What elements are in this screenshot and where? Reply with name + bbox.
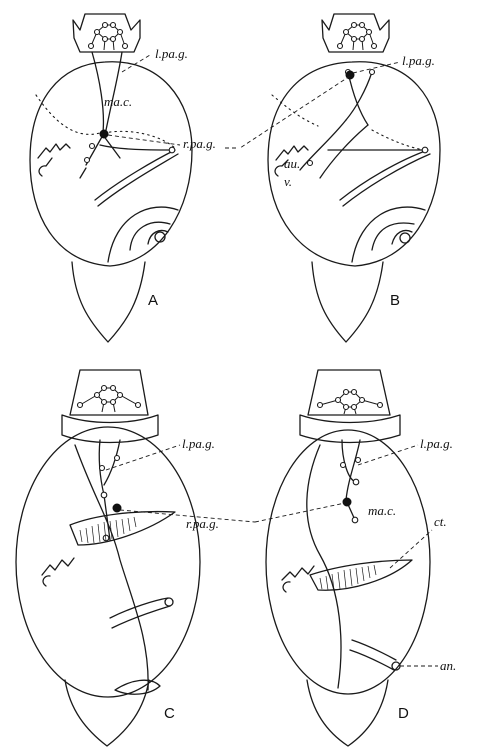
panel-d-letter: D bbox=[398, 705, 409, 722]
panel-d-label-ct: ct. bbox=[434, 514, 447, 529]
panel-a-label-r-pa-g: r.pa.g. bbox=[183, 136, 216, 151]
panel-a-label-ma-c: ma.c. bbox=[104, 94, 132, 109]
panel-a-label-l-pa-g: l.pa.g. bbox=[155, 46, 188, 61]
panel-c-label-l-pa-g: l.pa.g. bbox=[182, 436, 215, 451]
panel-d-label-ma-c: ma.c. bbox=[368, 503, 396, 518]
panel-b-label-au: au. bbox=[284, 156, 300, 171]
panel-c: l.pa.g. r.pa.g. C bbox=[16, 370, 255, 746]
panel-a: l.pa.g. ma.c. r.pa.g. A bbox=[30, 14, 216, 342]
panel-b-label-v: v. bbox=[284, 174, 292, 189]
panel-a-letter: A bbox=[148, 292, 158, 309]
panel-a-foot bbox=[72, 262, 145, 342]
panel-b: l.pa.g. au. v. B bbox=[240, 14, 440, 342]
panel-c-letter: C bbox=[164, 705, 175, 722]
panel-c-label-r-pa-g: r.pa.g. bbox=[186, 516, 219, 531]
panel-a-nerve-ring bbox=[89, 23, 128, 51]
panel-a-head bbox=[73, 14, 140, 52]
panel-b-letter: B bbox=[390, 292, 400, 309]
panel-d: l.pa.g. ma.c. ct. an. D bbox=[255, 370, 456, 746]
panel-b-label-l-pa-g: l.pa.g. bbox=[402, 53, 435, 68]
panel-a-shell bbox=[30, 62, 192, 266]
panel-d-label-l-pa-g: l.pa.g. bbox=[420, 436, 453, 451]
panel-d-label-an: an. bbox=[440, 658, 456, 673]
